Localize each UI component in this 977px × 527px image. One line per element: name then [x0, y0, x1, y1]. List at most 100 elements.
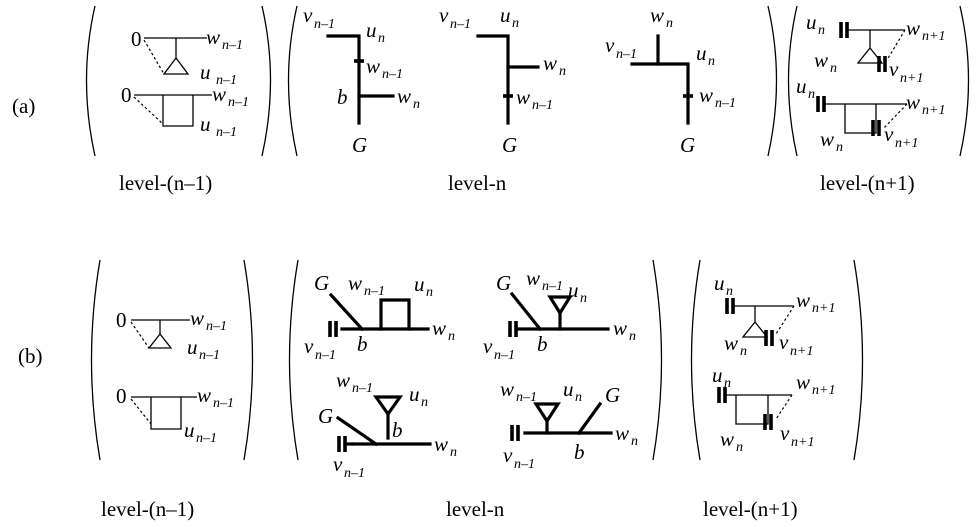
triangle-icon	[533, 402, 561, 424]
w-label: w	[432, 316, 446, 340]
panel-a-level-n-plus-1-group: u n w n+1 w n v n+1 u n w	[787, 5, 970, 195]
w-label: w	[720, 427, 734, 451]
u-label: u	[409, 382, 420, 406]
u-label: u	[366, 18, 377, 42]
v-label: v	[889, 57, 899, 81]
w-subscript: n	[836, 140, 843, 155]
w-subscript: n–1	[206, 319, 227, 334]
w-subscript: n–1	[364, 284, 385, 299]
w-label: w	[650, 3, 664, 27]
w-label: w	[434, 432, 448, 456]
panel-a-tag: (a)	[12, 94, 35, 118]
u-subscript: n	[708, 54, 715, 69]
zero-label: 0	[116, 308, 127, 332]
G-label: G	[502, 133, 517, 157]
edge	[328, 292, 365, 332]
w-label: w	[526, 266, 540, 290]
w-subscript: n–1	[213, 396, 234, 411]
zero-label: 0	[116, 384, 127, 408]
v-label: v	[333, 452, 343, 476]
u-subscript: n	[818, 23, 825, 38]
w-subscript: n	[448, 329, 455, 344]
G-label: G	[314, 271, 329, 295]
left-paren	[690, 259, 701, 461]
v-subscript: n–1	[450, 17, 471, 32]
u-label: u	[796, 74, 807, 98]
G-label: G	[605, 383, 620, 407]
w-label: w	[366, 54, 380, 78]
w-label: w	[206, 25, 220, 49]
dashed-edge	[130, 321, 150, 349]
w-label: w	[516, 85, 530, 109]
caption-level-n-minus-1: level-(n–1)	[119, 171, 212, 195]
v-label: v	[503, 443, 513, 467]
w-subscript: n+1	[922, 29, 945, 44]
right-paren	[652, 259, 663, 461]
w-subscript: n	[830, 61, 837, 76]
w-label: w	[336, 368, 350, 392]
w-label: w	[724, 331, 738, 355]
dashed-edge	[775, 394, 793, 420]
panel-b-level-n-plus-1-group: u n w n+1 w n v n+1 u n w	[690, 259, 864, 521]
square-icon	[162, 95, 194, 127]
u-subscript: n	[808, 87, 815, 102]
caption-level-n-minus-1: level-(n–1)	[101, 497, 194, 521]
v-label: v	[439, 3, 449, 27]
w-subscript: n–1	[228, 95, 249, 110]
triangle-icon	[856, 46, 884, 64]
w-label: w	[397, 84, 411, 108]
v-label: v	[303, 3, 313, 27]
w-label: w	[699, 83, 713, 107]
u-label: u	[696, 41, 707, 65]
b-label: b	[574, 440, 585, 464]
caption-level-n: level-n	[448, 171, 507, 195]
u-subscript: n	[580, 291, 587, 306]
triangle-icon	[547, 295, 573, 317]
w-subscript: n	[450, 445, 457, 460]
u-subscript: n	[575, 390, 582, 405]
u-subscript: n–1	[196, 431, 217, 446]
left-paren	[287, 5, 298, 157]
w-subscript: n–1	[382, 67, 403, 82]
v-label: v	[605, 33, 615, 57]
v-subscript: n–1	[616, 47, 637, 62]
w-subscript: n	[629, 329, 636, 344]
w-subscript: n–1	[222, 38, 243, 53]
w-label: w	[348, 271, 362, 295]
dashed-edge	[886, 29, 906, 61]
u-label: u	[568, 278, 579, 302]
w-label: w	[796, 288, 810, 312]
u-label: u	[500, 3, 511, 27]
v-subscript: n–1	[344, 466, 365, 481]
edge	[476, 34, 510, 125]
v-label: v	[304, 334, 314, 358]
w-subscript: n	[559, 64, 566, 79]
edge	[509, 291, 543, 332]
u-subscript: n	[726, 284, 733, 299]
panel-b-level-n-minus-1-group: 0 w n–1 u n–1 0 w n–1 u n–1 level-(n–1)	[90, 259, 254, 521]
w-subscript: n	[413, 97, 420, 112]
v-subscript: n–1	[314, 17, 335, 32]
G-label: G	[318, 404, 333, 428]
edge	[576, 401, 603, 436]
u-label: u	[806, 10, 817, 34]
edge	[326, 34, 361, 125]
b-label: b	[392, 418, 403, 442]
u-subscript: n	[378, 31, 385, 46]
triangle-icon	[162, 56, 190, 75]
w-label: w	[906, 90, 920, 114]
v-subscript: n+1	[900, 71, 923, 86]
square-icon	[844, 104, 877, 134]
b-label: b	[337, 85, 348, 109]
v-subscript: n–1	[315, 348, 336, 363]
panel-b-level-n-group: G w n–1 u n w n v n–1 b G w n–1 u n	[288, 259, 663, 521]
square-icon	[735, 395, 769, 425]
triangle-icon	[741, 320, 769, 338]
w-label: w	[190, 306, 204, 330]
left-paren	[288, 259, 299, 461]
u-label: u	[414, 272, 425, 296]
v-label: v	[483, 334, 493, 358]
dashed-edge	[883, 103, 908, 129]
w-subscript: n	[736, 440, 743, 455]
G-label: G	[352, 133, 367, 157]
